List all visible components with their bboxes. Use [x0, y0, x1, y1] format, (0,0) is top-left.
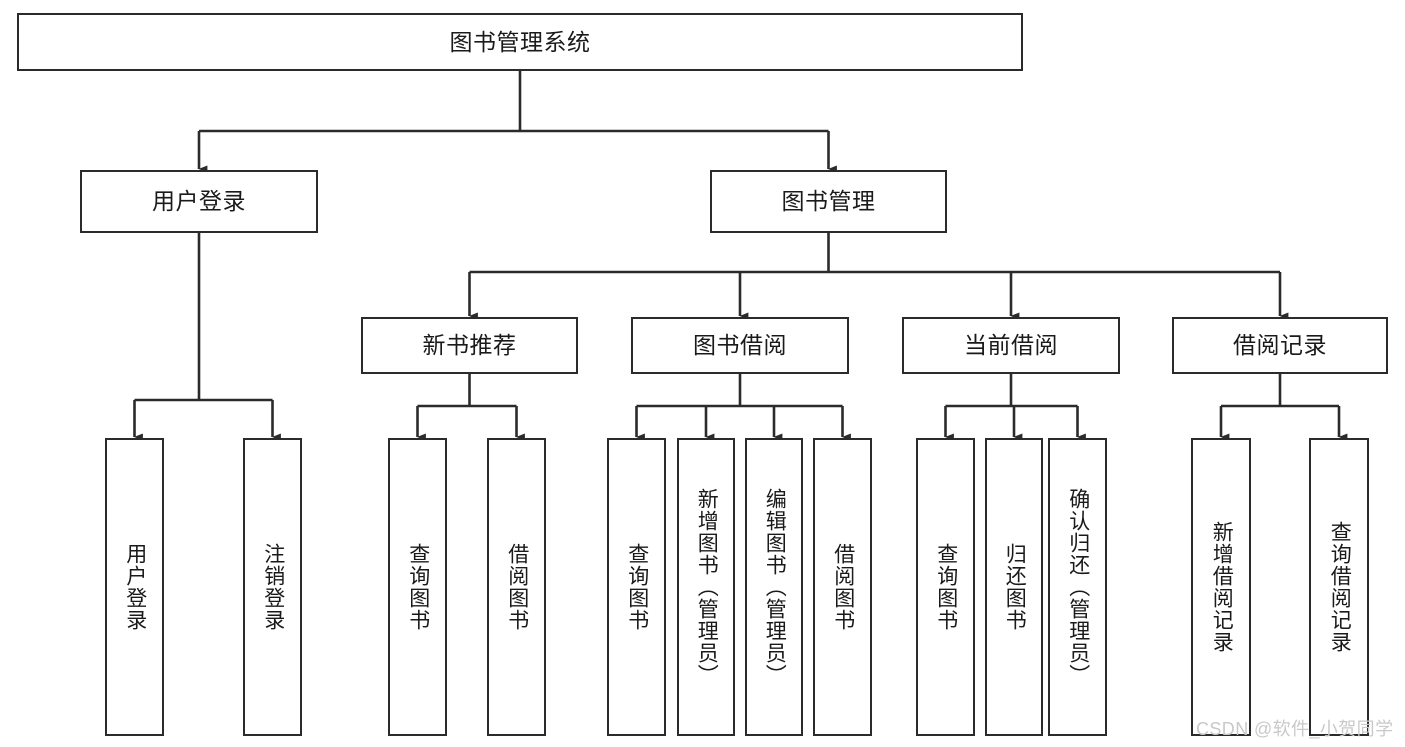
node-user-login-module[interactable]: 用户登录	[80, 170, 318, 233]
node-label: 确认归还（管理员）	[1066, 488, 1090, 686]
node-label: 用户登录	[152, 188, 246, 215]
leaf-confirm-return-admin[interactable]: 确认归还（管理员）	[1048, 438, 1107, 736]
node-label: 编辑图书（管理员）	[763, 488, 787, 686]
node-book-borrow[interactable]: 图书借阅	[631, 317, 849, 374]
leaf-user-login[interactable]: 用户登录	[105, 438, 164, 736]
leaf-query-book-borrow[interactable]: 查询图书	[607, 438, 666, 736]
leaf-query-book-current[interactable]: 查询图书	[916, 438, 975, 736]
leaf-query-book-recommend[interactable]: 查询图书	[388, 438, 447, 736]
node-label: 新增图书（管理员）	[695, 488, 719, 686]
node-label: 借阅图书	[831, 543, 855, 631]
leaf-add-borrow-record[interactable]: 新增借阅记录	[1191, 438, 1251, 736]
node-label: 当前借阅	[964, 332, 1058, 359]
node-root[interactable]: 图书管理系统	[17, 13, 1023, 71]
node-label: 图书管理	[781, 188, 876, 215]
node-book-management-module[interactable]: 图书管理	[710, 170, 947, 233]
node-borrow-records[interactable]: 借阅记录	[1172, 317, 1388, 374]
node-label: 查询图书	[625, 543, 649, 631]
node-label: 图书借阅	[693, 332, 787, 359]
node-label: 查询图书	[934, 543, 958, 631]
leaf-borrow-book[interactable]: 借阅图书	[813, 438, 872, 736]
node-label: 查询借阅记录	[1328, 521, 1352, 653]
leaf-query-borrow-record[interactable]: 查询借阅记录	[1309, 438, 1369, 736]
connector-lines	[133, 71, 1348, 441]
leaf-borrow-book-recommend[interactable]: 借阅图书	[487, 438, 546, 736]
leaf-edit-book-admin[interactable]: 编辑图书（管理员）	[745, 438, 803, 736]
node-current-borrow[interactable]: 当前借阅	[902, 317, 1120, 374]
node-new-book-recommend[interactable]: 新书推荐	[361, 317, 578, 374]
node-label: 用户登录	[123, 543, 147, 631]
node-label: 借阅图书	[505, 543, 529, 631]
node-label: 归还图书	[1003, 543, 1027, 631]
node-label: 注销登录	[261, 543, 285, 631]
node-label: 新书推荐	[422, 332, 517, 359]
leaf-add-book-admin[interactable]: 新增图书（管理员）	[677, 438, 735, 736]
node-label: 新增借阅记录	[1210, 521, 1234, 653]
node-label: 图书管理系统	[449, 28, 591, 55]
node-label: 查询图书	[406, 543, 430, 631]
leaf-logout[interactable]: 注销登录	[243, 438, 302, 736]
node-label: 借阅记录	[1233, 332, 1327, 359]
leaf-return-book[interactable]: 归还图书	[985, 438, 1043, 736]
